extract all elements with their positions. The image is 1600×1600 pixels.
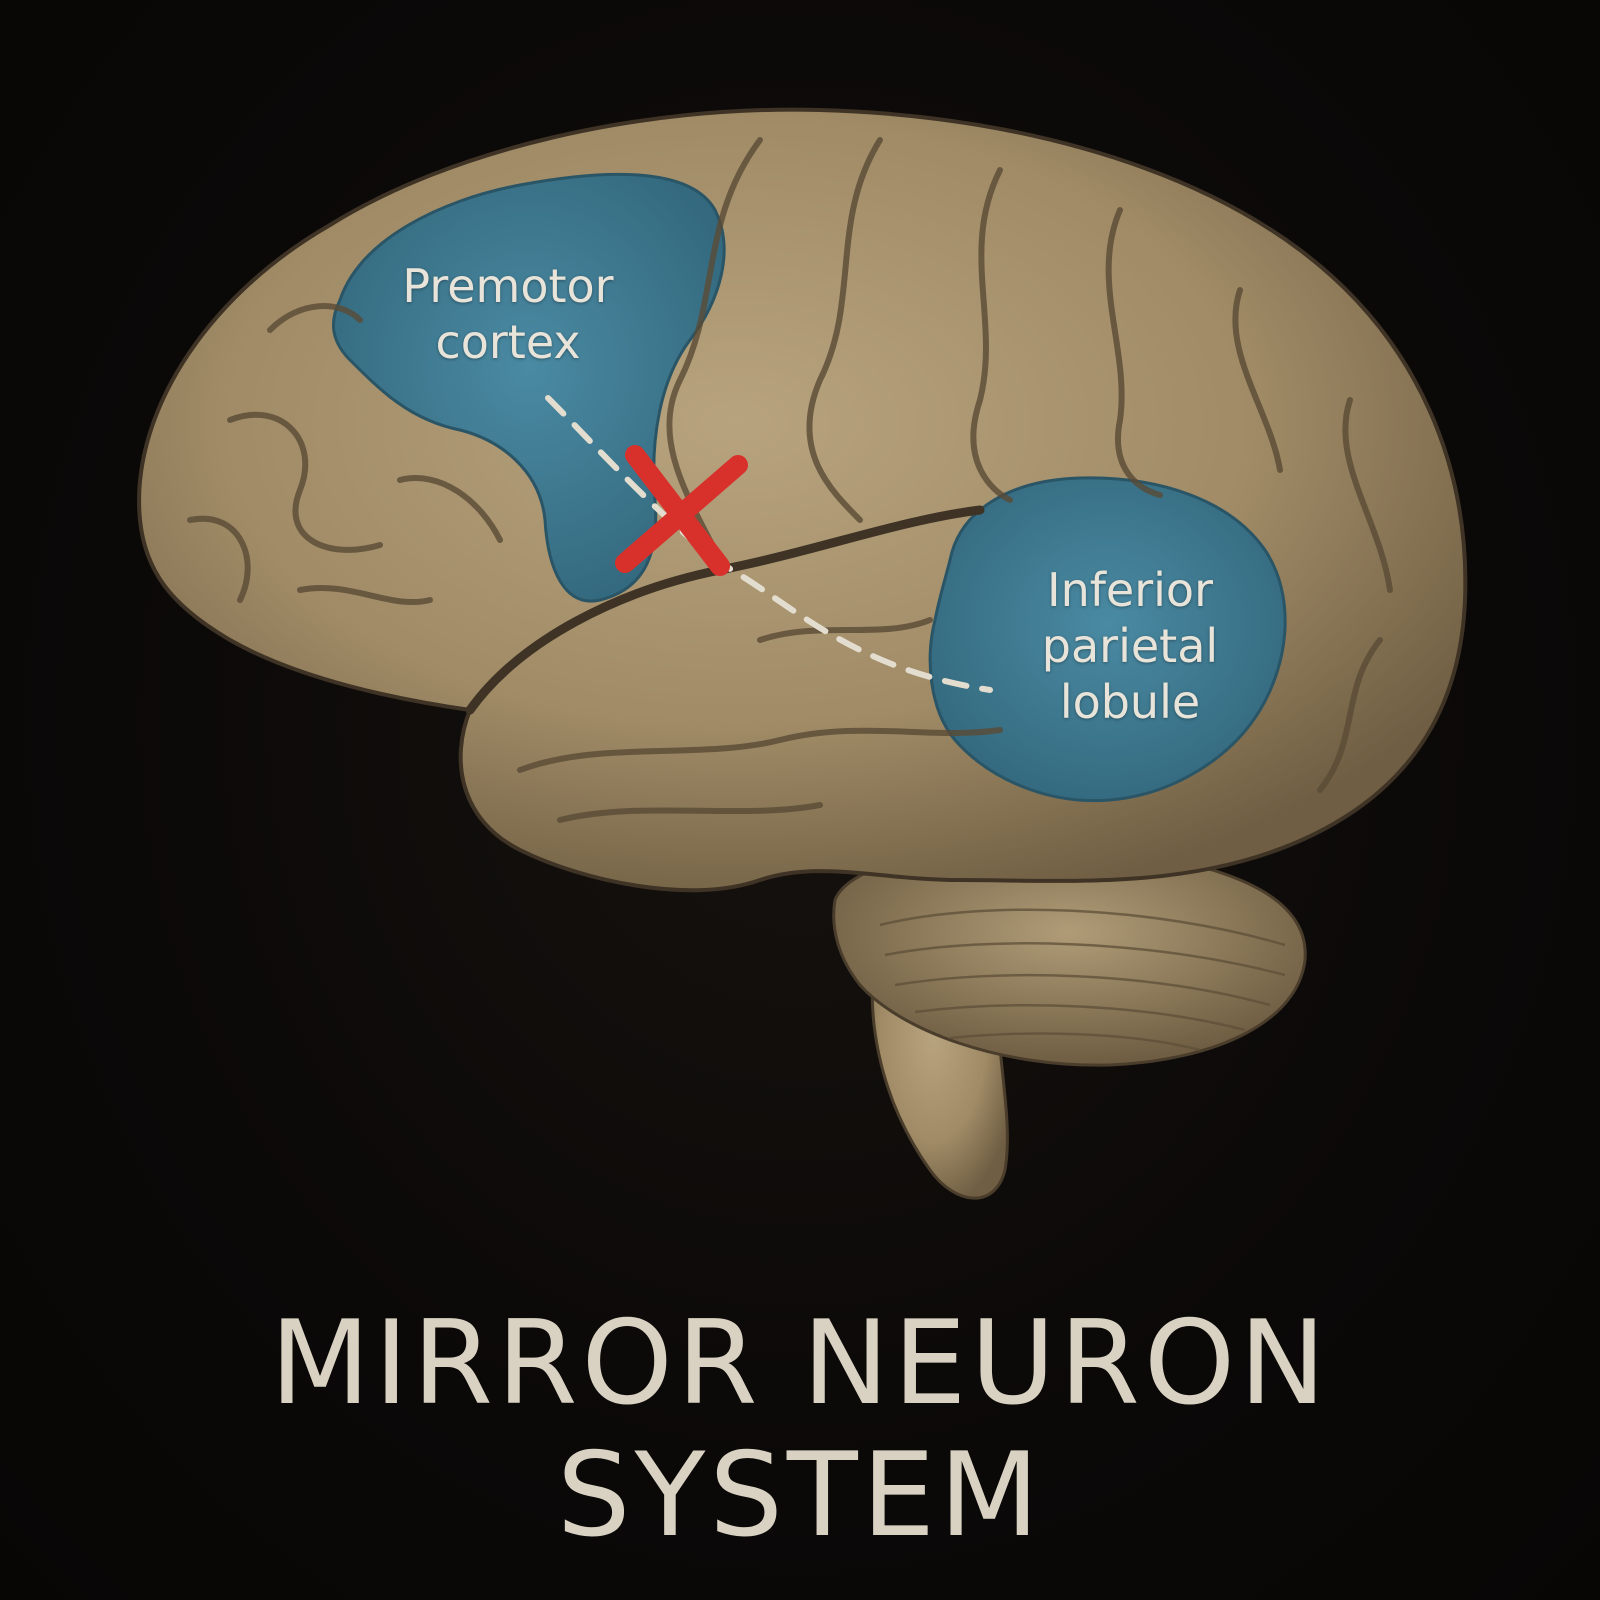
inferior-parietal-lobule-label: Inferior parietal lobule bbox=[1010, 562, 1250, 730]
cerebellum-folia bbox=[879, 908, 1286, 1052]
premotor-label-line-2: cortex bbox=[435, 315, 581, 369]
x-cross-icon bbox=[615, 445, 748, 576]
parietal-label-line-2: parietal bbox=[1041, 619, 1219, 673]
premotor-region bbox=[331, 172, 726, 603]
parietal-label-line-1: Inferior bbox=[1047, 563, 1213, 617]
cerebrum bbox=[137, 107, 1468, 893]
inferior-parietal-region bbox=[928, 476, 1287, 803]
cortical-folds bbox=[187, 137, 1393, 823]
mirror-connection-line bbox=[545, 395, 993, 693]
title-line-2: SYSTEM bbox=[556, 1428, 1044, 1563]
premotor-cortex-label: Premotor cortex bbox=[378, 258, 638, 370]
title-line-1: MIRROR NEURON bbox=[270, 1296, 1330, 1431]
premotor-label-line-1: Premotor bbox=[402, 259, 614, 313]
parietal-label-line-3: lobule bbox=[1059, 675, 1201, 729]
